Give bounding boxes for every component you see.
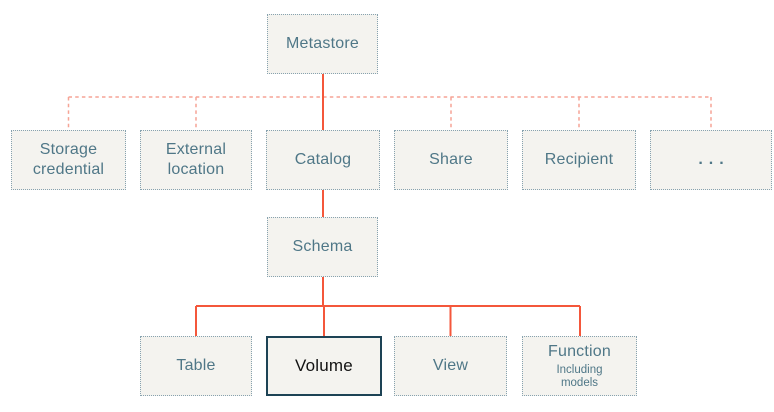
node-metastore-label: Metastore bbox=[286, 35, 359, 52]
node-more-ellipsis-label: ... bbox=[698, 151, 730, 168]
node-table-label: Table bbox=[176, 357, 216, 374]
node-metastore: Metastore bbox=[267, 14, 378, 74]
node-external-location: External location bbox=[140, 130, 252, 190]
node-schema: Schema bbox=[267, 217, 378, 277]
node-more-ellipsis: ... bbox=[650, 130, 772, 190]
node-volume-highlighted: Volume bbox=[266, 336, 382, 396]
node-table: Table bbox=[140, 336, 252, 396]
node-function: Function Including models bbox=[522, 336, 637, 396]
node-view: View bbox=[394, 336, 507, 396]
node-recipient-label: Recipient bbox=[544, 151, 614, 168]
node-view-label: View bbox=[432, 357, 469, 374]
node-storage-credential-label: Storage credential bbox=[32, 141, 105, 178]
node-recipient: Recipient bbox=[522, 130, 636, 190]
node-catalog-label: Catalog bbox=[294, 151, 352, 168]
node-storage-credential: Storage credential bbox=[11, 130, 126, 190]
node-external-location-label: External location bbox=[165, 141, 227, 178]
node-share: Share bbox=[394, 130, 508, 190]
node-volume-label: Volume bbox=[295, 356, 353, 376]
node-schema-label: Schema bbox=[292, 238, 353, 255]
node-function-label: Function bbox=[548, 342, 611, 360]
node-function-sublabel: Including models bbox=[556, 363, 603, 389]
node-catalog: Catalog bbox=[266, 130, 380, 190]
node-share-label: Share bbox=[429, 151, 473, 168]
